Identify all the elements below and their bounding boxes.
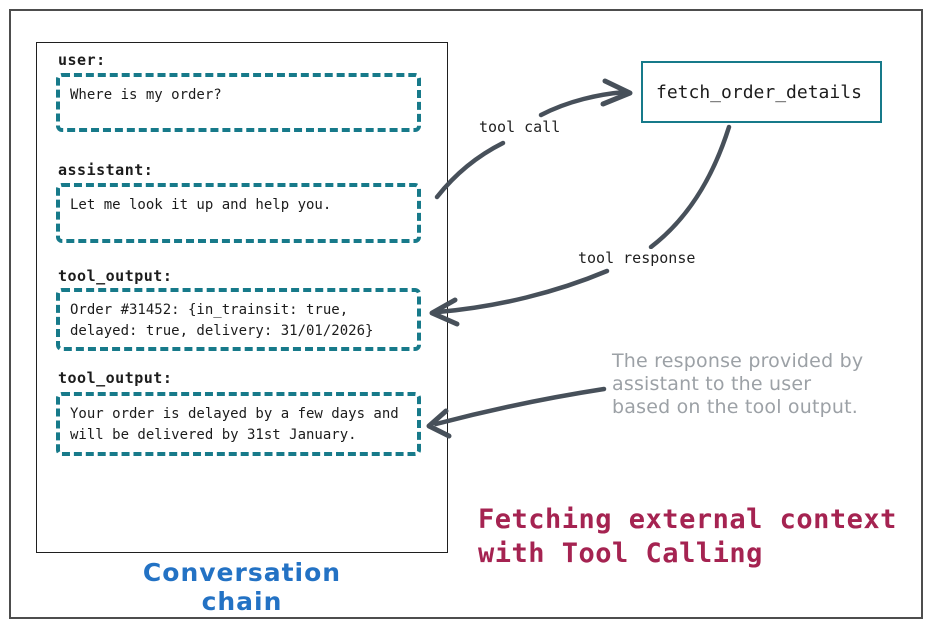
- annotation-line-3: based on the tool output.: [612, 396, 859, 418]
- message-text-assistant: Let me look it up and help you.: [70, 197, 332, 213]
- message-text-tool-output-2: Your order is delayed by a few days and …: [70, 406, 399, 443]
- annotation-line-1: The response provided by: [612, 350, 864, 372]
- annotation-line-2: assistant to the user: [612, 373, 812, 395]
- tool-function-box: fetch_order_details: [641, 61, 882, 123]
- message-role-tool-output-2: tool_output:: [58, 369, 173, 387]
- message-role-user: user:: [58, 51, 106, 69]
- diagram-title-line-1: Fetching external context: [478, 504, 897, 535]
- message-box-user: Where is my order?: [56, 73, 421, 132]
- diagram-title-line-2: with Tool Calling: [478, 538, 763, 569]
- conversation-panel: user: Where is my order? assistant: Let …: [36, 42, 448, 553]
- message-role-assistant: assistant:: [58, 161, 154, 179]
- diagram-title: Fetching external context with Tool Call…: [478, 503, 897, 571]
- message-text-tool-output-1: Order #31452: {in_trainsit: true, delaye…: [70, 302, 374, 339]
- message-box-assistant: Let me look it up and help you.: [56, 183, 421, 243]
- message-box-tool-output-1: Order #31452: {in_trainsit: true, delaye…: [56, 288, 421, 351]
- tool-response-label: tool response: [576, 249, 698, 267]
- tool-function-name: fetch_order_details: [656, 81, 862, 103]
- outer-frame: [9, 9, 923, 619]
- message-text-user: Where is my order?: [70, 87, 222, 103]
- conversation-chain-caption: Conversation chain: [142, 558, 342, 616]
- annotation-note: The response provided by assistant to th…: [612, 350, 863, 419]
- message-role-tool-output-1: tool_output:: [58, 267, 173, 285]
- message-box-tool-output-2: Your order is delayed by a few days and …: [56, 392, 421, 456]
- tool-call-label: tool call: [477, 118, 563, 136]
